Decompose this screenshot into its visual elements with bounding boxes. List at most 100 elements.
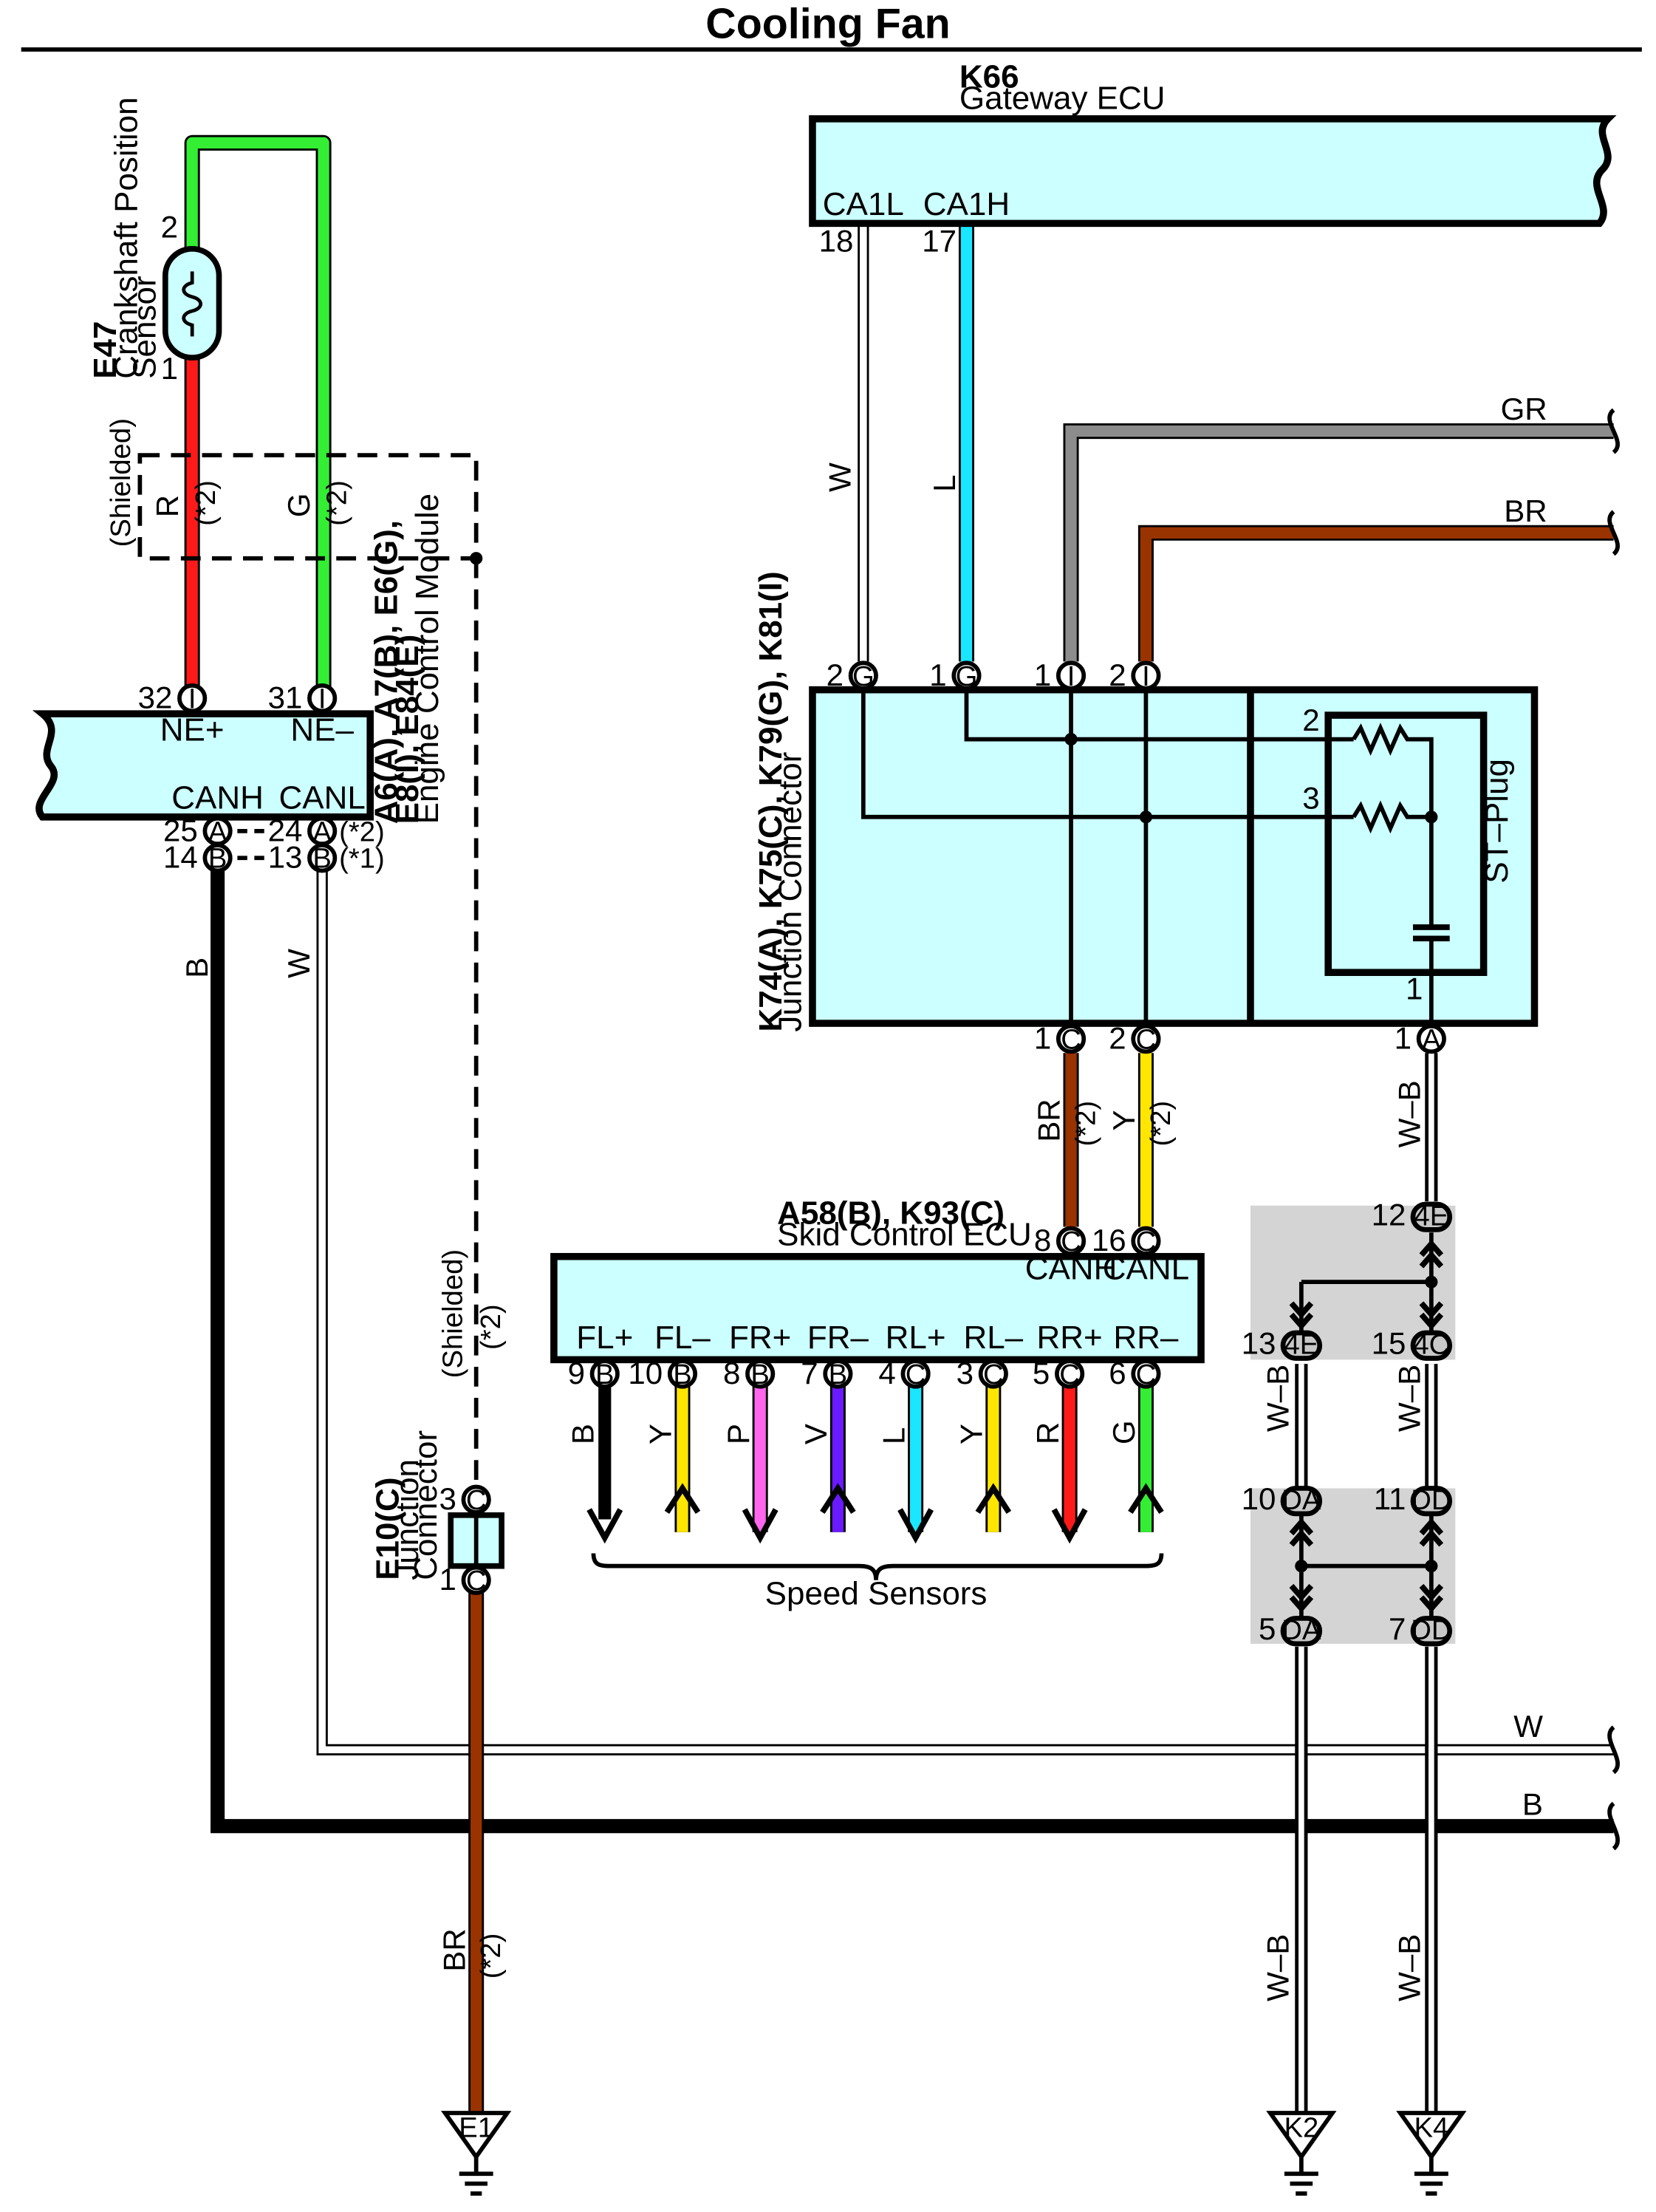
jb-node-lower-right [1425,1560,1438,1573]
jc-ids: K74(A), K75(C), K79(G), K81(I) [753,571,789,1031]
wire-label-wb-mid-right: W–B [1392,1365,1427,1432]
jb-terminal-12 [1410,1201,1453,1232]
wire-g-crank [184,134,332,693]
skid-sig-rr-plus: RR+ [1037,1320,1103,1356]
e10-terminal-top-letter: C [466,1484,487,1516]
ground-k4-symbol-icon [1414,2157,1448,2196]
skid-terminal-rr-minus-letter: C [1136,1359,1157,1390]
gateway-body [809,115,1617,228]
gateway-pin-18: 18 [819,224,854,259]
break-mark-w [1607,1725,1620,1775]
skid-terminal-fr-plus-letter: B [750,1359,770,1390]
wires [184,134,1614,2113]
ecm-pin-24: 24 [268,813,303,847]
jb-terminal-13-label: 4E [1284,1329,1318,1361]
skid-terminal-fl-minus [667,1359,698,1389]
ecm-pin-25: 25 [163,813,198,847]
wire-note-r: (*2) [190,480,222,526]
jc-terminal-a-1 [1416,1024,1446,1054]
jc-terminal-i-1 [1055,660,1087,691]
jc-node-2 [1139,810,1153,824]
ecm-note-b: (*1) [339,843,385,875]
break-mark-gr [1607,408,1620,454]
wire-label-wb-top: W–B [1392,1080,1427,1147]
wire-label-l-gateway: L [927,474,962,491]
wire-label-w-gateway: W [823,462,858,492]
skid-terminal-rl-minus-letter: C [983,1359,1004,1390]
skid-sig-canh: CANH [1025,1250,1118,1286]
ecm-pin-14: 14 [163,840,198,875]
gateway-sig-ca1l: CA1L [823,186,904,222]
wire-label-w-ecm: W [281,949,316,978]
skid-wire-label-rl-minus: Y [954,1424,989,1444]
skid-arrow-rr-plus-icon [1051,1508,1088,1544]
wire-label-y-mid: Y [1106,1110,1141,1130]
diagram-title: Cooling Fan [705,1,950,48]
e10-pin-1: 1 [439,1562,456,1597]
speed-sensors-brace [591,1553,1164,1580]
junction-block: 4E 12 4E 13 4C 15 DA 10 DD 11 DA 5 DD 7 [1242,1198,1453,1647]
jc-terminal-i-2-letter: I [1142,660,1150,692]
wire-gr-fill [1065,425,1614,662]
jb-arrow-da-5 [1289,1583,1314,1613]
skid-arrow-rr-minus-icon [1128,1483,1164,1515]
jc-pin-a-1: 1 [1395,1021,1412,1056]
ecm-terminal-b-14-letter: B [208,843,227,875]
ecm-sig-canh: CANH [171,779,264,816]
gateway-id: K66 [959,59,1019,95]
jc-name: Junction Connector [773,752,809,1032]
skid-pin-8: 8 [1034,1223,1051,1257]
ground-k4: K4 [1396,2111,1467,2196]
speed-sensors-label: Speed Sensors [765,1575,988,1611]
skid-sig-rr-minus: RR– [1113,1320,1179,1356]
ground-k2-label: K2 [1284,2112,1318,2144]
ecm-body [32,710,374,821]
ecm-pin-13: 13 [268,840,303,875]
jc-pin-g-2: 2 [827,658,844,692]
jb-terminal-11-label: DD [1411,1484,1451,1516]
ecm-terminal-b-13 [307,843,338,873]
skid-arrow-rl-minus-icon [975,1483,1012,1515]
skid-pin-rr-plus: 5 [1033,1356,1050,1390]
st-plug-label: ST–Plug [1479,759,1515,884]
jc-terminal-c-2-letter: C [1136,1024,1157,1056]
wire-break-marks [1607,408,1620,1851]
e10-terminal-bottom [461,1565,491,1595]
jb-pin-11: 11 [1374,1481,1406,1516]
skid-sig-fr-minus: FR– [807,1320,869,1356]
skid-terminal-fr-plus [745,1359,776,1389]
skid-arrow-fl-plus-icon [586,1508,623,1544]
ground-e1: E1 [441,2111,512,2196]
engine-control-module: NE+ NE– CANH CANL I 32 I 31 A 25 B 14 A … [32,494,445,875]
jb-node-upper [1425,1275,1438,1288]
jb-pin-15: 15 [1372,1326,1406,1361]
jb-terminal-13 [1280,1330,1323,1361]
jc-terminal-c-1-letter: C [1061,1024,1081,1056]
jb-arrow-4e-13 [1289,1301,1314,1331]
ground-k4-triangle [1396,2111,1467,2161]
jc-terminal-c-1 [1055,1024,1087,1054]
skid-sig-fl-minus: FL– [654,1320,711,1356]
jc-terminal-c-2 [1131,1024,1161,1054]
skid-terminal-fl-plus [589,1359,620,1389]
jb-arrow-dd-7 [1419,1583,1444,1613]
skid-terminal-canl [1131,1226,1161,1256]
skid-terminal-fr-minus [823,1359,853,1389]
jb-terminal-7 [1410,1616,1453,1647]
skid-pin-fl-minus: 10 [628,1356,663,1390]
skid-pin-fl-plus: 9 [568,1356,585,1390]
skid-body [550,1252,1205,1364]
ecm-terminal-ne-minus-letter: I [318,683,326,714]
wire-label-g: G [281,494,316,518]
jc-pin-g-1: 1 [929,658,946,692]
wire-note-br-mid: (*2) [1070,1101,1102,1147]
ground-e1-label: E1 [459,2112,493,2144]
ecm-id-1: A6(A), A7(B), E6(G), [369,520,405,824]
crank-sensor-name-1: Crankshaft Position [109,97,145,378]
ecm-sig-ne-minus: NE– [290,711,354,748]
ecm-terminal-b-14 [202,843,233,873]
ecm-terminal-a-25-letter: A [208,816,227,847]
jb-arrow-4e-12 [1419,1239,1444,1269]
shield-label-drain: (Shielded) [437,1249,469,1378]
skid-control-ecu: A58(B), K93(C) Skid Control ECU CANH CAN… [550,1195,1205,1364]
